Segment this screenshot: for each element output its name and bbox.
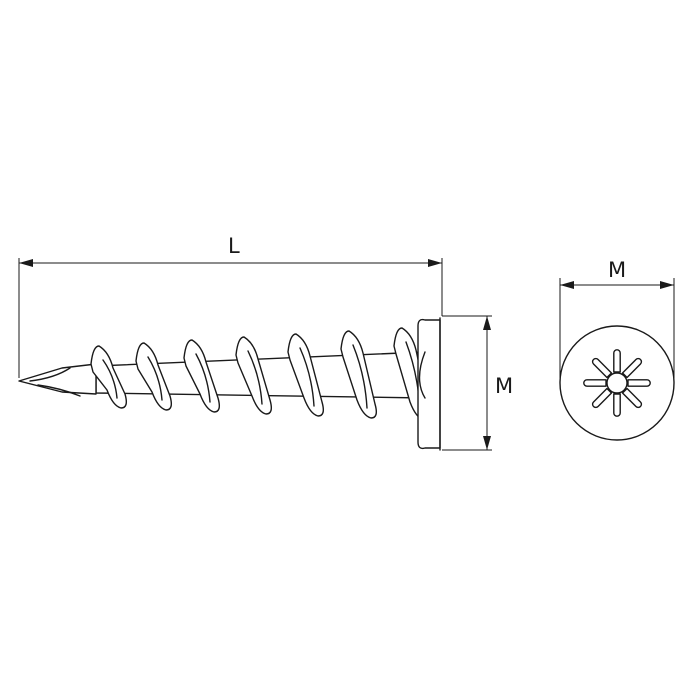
thread-crest (235, 336, 273, 415)
thread-crest (183, 339, 221, 413)
head-diameter-label-side: M (495, 374, 513, 398)
thread-crest (340, 330, 378, 419)
arrow-top-M (483, 316, 491, 330)
head-diameter-label-top: M (608, 258, 626, 282)
thread-crest (90, 345, 128, 409)
length-dimension: L (18, 234, 443, 378)
thread-flank-line (195, 353, 211, 403)
head-star-recess (583, 349, 651, 417)
recess-spoke (627, 379, 651, 387)
recess-center-circle (606, 372, 628, 394)
arrow-right-M-top (660, 281, 674, 289)
recess-spoke (621, 387, 643, 409)
tip-helix-line (29, 367, 81, 397)
thread-flank-line (147, 356, 163, 401)
thread-flank-line (102, 359, 118, 399)
screw-head-side (417, 318, 441, 450)
thread-crest (287, 333, 325, 417)
arrow-left-L (19, 259, 33, 267)
head-diameter-dimension-side: M (442, 315, 513, 451)
length-label: L (228, 234, 240, 258)
recess-spoke (591, 357, 613, 379)
thread-flank-line (352, 344, 368, 409)
head-outer-circle (559, 325, 675, 441)
thread-flank-line (247, 350, 263, 405)
recess-spoke (621, 357, 643, 379)
screw-threads (90, 327, 431, 421)
arrow-left-M-top (560, 281, 574, 289)
screw-side-view (18, 317, 441, 451)
recess-spoke (613, 393, 621, 417)
thread-crest (135, 342, 173, 411)
thread-flank-line (299, 347, 315, 407)
screw-head-top-view (559, 325, 675, 441)
head-underside-curve (418, 351, 426, 399)
head-diameter-dimension-top: M (559, 258, 675, 378)
arrow-right-L (428, 259, 442, 267)
recess-spoke (583, 379, 607, 387)
recess-spoke (591, 387, 613, 409)
recess-spoke (613, 349, 621, 373)
arrow-bottom-M (483, 436, 491, 450)
screw-tip (18, 363, 97, 395)
